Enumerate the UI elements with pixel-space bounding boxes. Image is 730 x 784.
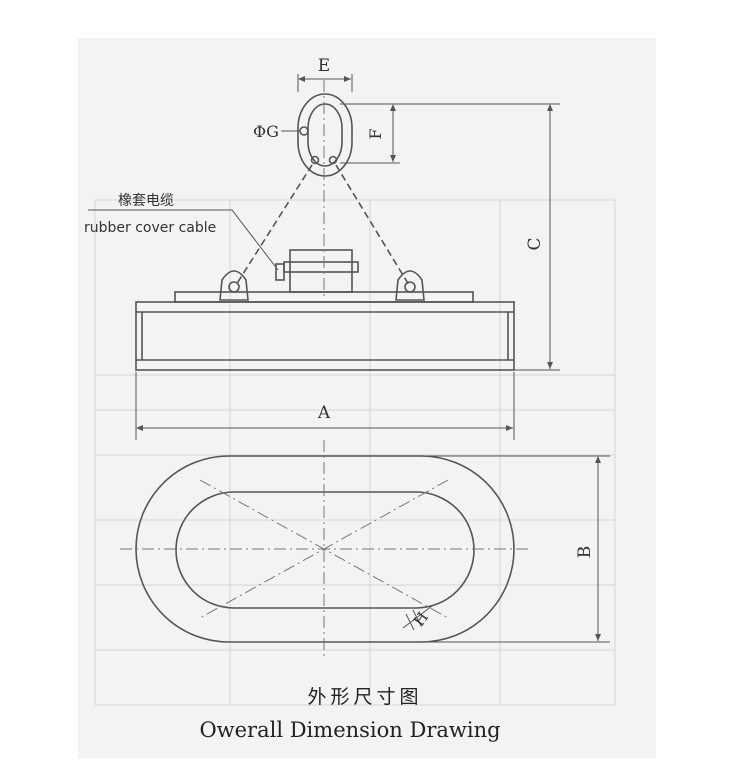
background-panel [78,38,656,758]
ring-pin-bottom-right [328,155,338,165]
plan-inner [175,491,475,609]
dim-c-label: C [525,237,545,250]
ghost-table [94,199,616,706]
dim-e-label: E [318,56,330,76]
caption-chinese: 外形尺寸图 [307,686,423,708]
cable-leader [88,209,279,271]
caption-english: Owerall Dimension Drawing [199,718,501,742]
magnet-body [135,301,515,371]
ring-pin-bottom-left [310,155,320,165]
dim-b-label: B [575,546,595,559]
dim-g-label: ΦG [253,122,279,141]
cable-label-en: rubber cover cable [84,220,216,236]
dim-f-label: F [366,128,385,139]
center-lines [120,80,530,660]
chain-left [235,164,313,286]
cable-gland [275,263,285,281]
lug-left [219,270,249,301]
lifting-ring-inner [307,103,343,167]
chain-right [335,164,410,286]
dim-a-label: A [317,403,331,423]
lug-right [395,270,425,301]
dim-h-leader [402,605,433,629]
cable-label-cn: 橡套电缆 [118,193,174,209]
lifting-ring-outer [297,93,353,177]
